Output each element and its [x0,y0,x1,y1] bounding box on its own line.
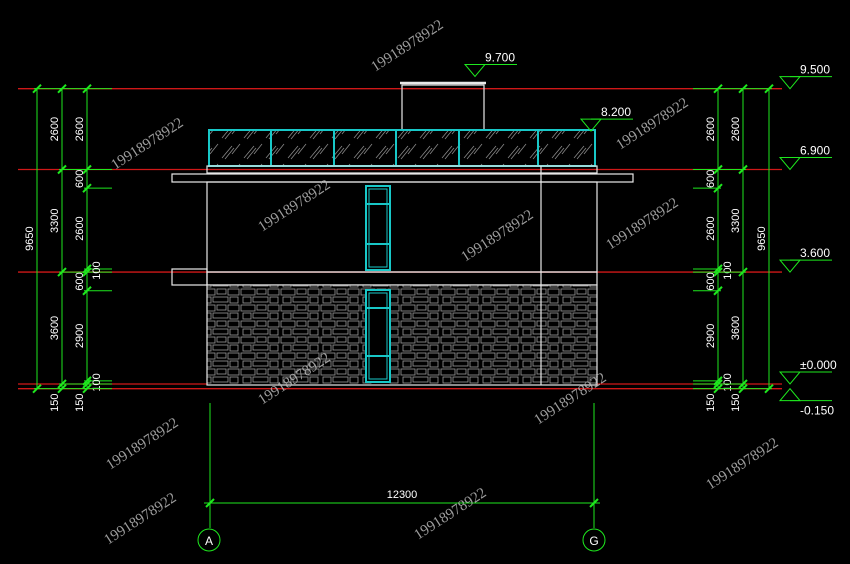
level-triangle-icon [463,63,487,78]
level-label: 9.700 [485,50,515,64]
dimension-label: 2600 [49,117,61,141]
axis-label: G [589,534,598,548]
dimension-label: 100 [91,373,103,391]
level-marker: 8.200 [579,105,633,132]
level-markers: 9.500 6.900 3.600 ±0.000 -0.150 9.700 8.200 [463,50,837,418]
watermark-text: 19918978922 [103,415,181,473]
stone-wall [206,284,598,386]
level-label: 9.500 [800,63,830,77]
dimension-column: 2600 3300 3600 150 [49,83,87,412]
dimension-label: 100 [722,261,734,279]
level-marker: 3.600 [778,246,832,273]
dimension-label: 3300 [49,209,61,233]
dimension-label: 2600 [705,117,717,141]
dimension-label: 600 [74,170,86,188]
watermark-text: 19918978922 [108,115,186,173]
dimension-column: 2600 600 2600 100 600 2900 100 150 [693,83,734,412]
level-label: 3.600 [800,246,830,260]
dimension-label: 2900 [705,324,717,348]
dimension-column: 9650 [24,83,62,394]
level-label: 8.200 [601,105,631,119]
roof-slab [206,165,598,174]
watermark-text: 19918978922 [411,485,489,543]
watermark-text: 19918978922 [603,195,681,253]
axis-G: G [582,528,606,552]
watermark-text: 19918978922 [101,490,179,548]
level-marker: 9.700 [463,50,517,78]
dimension-label: 600 [705,170,717,188]
dimension-label: 600 [74,272,86,290]
dimension-label: 100 [91,261,103,279]
axis-label: A [205,534,213,548]
dimension-label: 2600 [74,117,86,141]
level-triangle-icon [778,387,802,402]
dimension-label: 2600 [730,117,742,141]
bottom-dimension [204,403,600,528]
dimension-label: 2600 [705,216,717,240]
level-marker: 6.900 [778,143,832,171]
dimension-label: 150 [49,393,61,411]
level-triangle-icon [778,371,802,385]
watermark-text: 19918978922 [703,435,781,493]
level-label: ±0.000 [800,358,837,372]
dimension-column: 9650 [744,83,774,394]
dimension-label: 3600 [730,316,742,340]
dimension-label: 9650 [24,226,36,250]
window-upper [365,185,391,271]
level-marker: -0.150 [778,387,834,418]
dimension-label: 3600 [49,316,61,340]
dimension-label: 150 [705,393,717,411]
dimension-column: 2600 600 2600 100 600 2900 100 150 [74,83,112,412]
level-marker: 9.500 [778,63,832,90]
window-lower [365,289,391,383]
overall-width-label: 12300 [387,489,418,501]
watermark-text: 19918978922 [368,17,446,75]
watermark-text: 19918978922 [613,95,691,153]
level-label: -0.150 [800,404,834,418]
dimension-label: 150 [730,393,742,411]
axis-A: A [197,528,221,552]
dimension-label: 600 [705,272,717,290]
dimension-column: 2600 3300 3600 150 [718,83,748,412]
balcony-slab [171,268,208,286]
floor-band [206,271,598,286]
watermarks: 19918978922 19918978922 19918978922 1991897… [101,17,781,548]
watermark-text: 19918978922 [458,207,536,265]
roof-eave [171,173,634,183]
dimension-label: 100 [722,373,734,391]
dimension-label: 150 [74,393,86,411]
building-elevation [171,81,634,386]
level-triangle-icon [778,156,802,171]
level-marker: ±0.000 [778,358,837,385]
rooftop-stair-box [401,84,485,131]
level-triangle-icon [778,259,802,273]
dimension-lines: 9650 2600 3300 3600 150 2600 600 2600 100 600 2900… [24,83,774,412]
parapet-mullions [270,130,539,166]
dimension-label: 2900 [74,324,86,348]
dimension-label: 2600 [74,216,86,240]
watermark-text: 19918978922 [255,177,333,235]
level-label: 6.900 [800,143,830,157]
level-triangle-icon [778,76,802,90]
dimension-label: 9650 [756,226,768,250]
dimension-label: 3300 [730,209,742,233]
